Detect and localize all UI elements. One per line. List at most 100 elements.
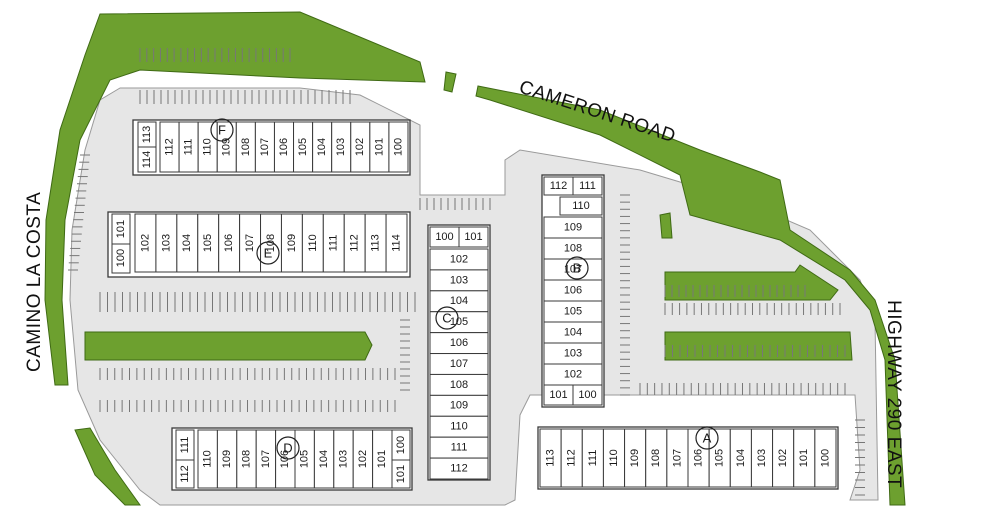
building-c-id: C [442,310,451,325]
unit-label: 111 [183,139,195,156]
landscape-northwest [44,11,426,386]
unit-label: 109 [286,234,298,252]
unit-label: 106 [450,337,468,349]
unit-label: 110 [572,200,590,212]
unit-label: 105 [564,305,582,317]
unit-label: 100 [819,449,831,467]
unit-label: 108 [265,234,277,252]
unit-101 [391,459,411,489]
unit-114 [385,213,408,273]
unit-label: 107 [564,263,582,275]
unit-label: 101 [373,138,385,156]
unit-label: 102 [139,234,151,252]
unit-label: 109 [564,221,582,233]
unit-label: 112 [179,465,191,483]
unit-label: 100 [392,138,404,156]
unit-label: 106 [692,449,704,467]
unit-label: 105 [299,450,311,468]
unit-label: 109 [221,450,233,468]
landscape-small-island [659,212,673,239]
unit-label: 108 [240,138,252,156]
unit-label: 102 [354,138,366,156]
unit-label: 103 [335,138,347,156]
unit-label: 103 [160,234,172,252]
unit-label: 100 [395,436,407,454]
unit-label: 107 [244,234,256,252]
unit-label: 105 [450,316,468,328]
unit-label: 102 [450,253,468,265]
building-d-marker [276,436,300,460]
unit-label: 101 [464,231,482,243]
unit-label: 101 [395,465,407,483]
unit-110 [559,196,603,216]
unit-label: 111 [328,235,340,252]
landscape-cameron-strip [475,85,906,506]
unit-label: 104 [564,326,582,338]
landscape-southwest [74,427,141,506]
landscape-island-lower [664,331,853,361]
unit-label: 103 [337,450,349,468]
unit-100 [572,384,603,406]
unit-label: 104 [735,449,747,467]
unit-114 [137,146,157,173]
building-b-marker [565,256,589,280]
unit-label: 111 [579,180,596,192]
unit-label: 101 [376,450,388,468]
unit-label: 101 [798,449,810,467]
unit-label: 107 [450,358,468,370]
unit-label: 113 [370,234,382,252]
landscape-island-upper [664,264,839,301]
building-f-id: F [218,122,226,137]
building-d-id: D [283,440,292,455]
building-e-marker [256,241,280,265]
unit-label: 114 [141,151,153,169]
unit-label: 112 [566,449,578,467]
unit-label: 102 [777,449,789,467]
unit-label: 111 [587,450,599,467]
unit-label: 108 [240,450,252,468]
unit-label: 104 [450,295,468,307]
unit-label: 108 [650,449,662,467]
unit-label: 112 [450,462,468,474]
unit-label: 103 [450,274,468,286]
unit-100 [814,428,837,488]
unit-label: 106 [223,234,235,252]
unit-label: 106 [564,284,582,296]
unit-label: 100 [578,389,596,401]
unit-label: 103 [756,449,768,467]
unit-label: 107 [671,449,683,467]
unit-label: 113 [141,126,153,144]
unit-label: 108 [450,379,468,391]
unit-label: 104 [318,450,330,468]
unit-label: 114 [390,234,402,252]
unit-label: 104 [181,234,193,252]
unit-label: 113 [544,449,556,467]
unit-label: 101 [115,220,127,238]
unit-label: 110 [202,450,214,468]
unit-112 [429,457,489,480]
unit-label: 112 [550,180,568,192]
road-label-highway-290-east: HIGHWAY 290 EAST [883,300,904,488]
unit-label: 111 [179,437,191,454]
unit-label: 102 [564,368,582,380]
buildings: 114 113 114 112 111 110 109 108 107 106 105 104 103 1… [107,118,839,491]
unit-101 [458,226,489,248]
landscape-areas [44,11,906,506]
unit-label: 105 [714,449,726,467]
unit-label: 101 [549,389,567,401]
building-e-id: E [264,245,273,260]
unit-label: 108 [564,242,582,254]
unit-label: 112 [163,138,175,156]
unit-label: 110 [202,138,214,156]
unit-label: 102 [357,450,369,468]
unit-label: 104 [316,138,328,156]
unit-label: 107 [259,138,271,156]
unit-label: 109 [629,449,641,467]
unit-label: 103 [564,347,582,359]
building-a-id: A [703,430,712,445]
unit-label: 110 [307,234,319,252]
unit-label: 107 [260,450,272,468]
unit-label: 110 [450,421,468,433]
unit-label: 100 [115,249,127,267]
